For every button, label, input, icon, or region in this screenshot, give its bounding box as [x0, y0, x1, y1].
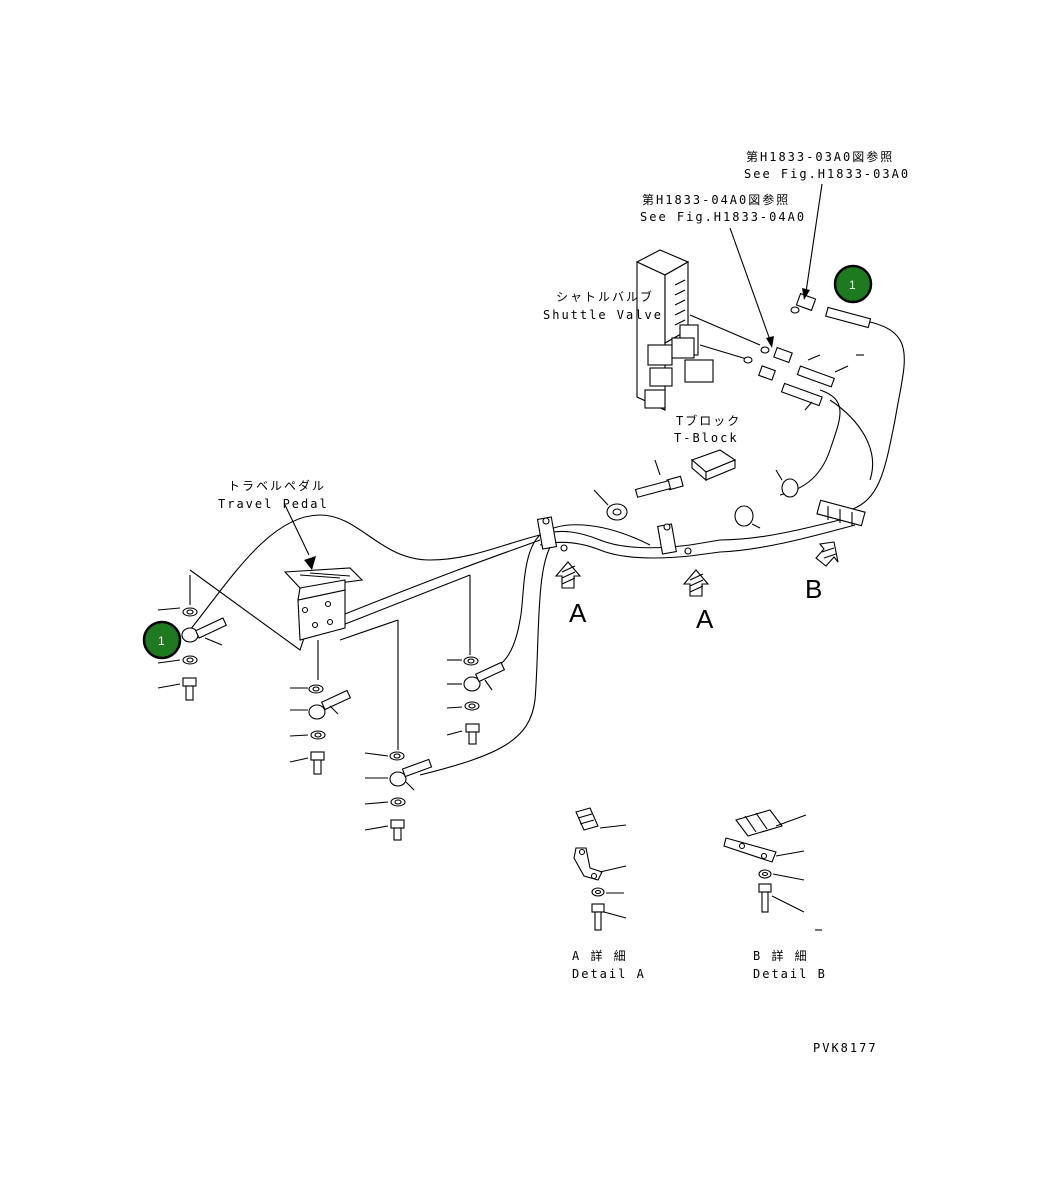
callout-balloon-top-label: 1	[849, 278, 856, 292]
detail-b-jp: B 詳 細	[753, 948, 809, 963]
detail-a-en: Detail A	[572, 967, 646, 981]
callout-balloon-left-label: 1	[158, 634, 165, 648]
ref-03a0-jp: 第H1833-03A0図参照	[746, 149, 894, 164]
view-b-label: B	[805, 574, 822, 604]
detail-a	[573, 807, 627, 931]
travel-pedal-en: Travel Pedal	[218, 497, 329, 511]
fitting-stack-bottom	[364, 751, 433, 841]
port-lines	[189, 314, 761, 750]
t-block-en: T-Block	[674, 431, 739, 445]
shuttle-valve-jp: シャトルバルブ	[556, 289, 654, 304]
labels: 第H1833-03A0図参照 See Fig.H1833-03A0 第H1833…	[218, 149, 910, 1055]
t-block	[593, 449, 737, 521]
hose-routing	[189, 319, 905, 776]
detail-b-en: Detail B	[753, 967, 827, 981]
fitting-stack-center	[446, 656, 506, 745]
shuttle-valve	[635, 249, 714, 411]
callout-balloon-left[interactable]: 1	[142, 620, 182, 660]
view-a-label-2: A	[696, 604, 714, 634]
callout-balloon-top[interactable]: 1	[833, 264, 873, 304]
hose-clamps	[536, 469, 866, 555]
ref-04a0-en: See Fig.H1833-04A0	[640, 210, 806, 224]
travel-pedal	[283, 504, 364, 641]
shuttle-fittings	[743, 292, 872, 411]
ref-03a0-en: See Fig.H1833-03A0	[744, 167, 910, 181]
shuttle-valve-en: Shuttle Valve	[543, 308, 663, 322]
drawing-number: PVK8177	[813, 1041, 878, 1055]
view-arrows	[554, 541, 839, 597]
t-block-jp: Tブロック	[676, 413, 741, 428]
detail-a-jp: A 詳 細	[572, 948, 628, 963]
fitting-stack-left	[157, 607, 228, 701]
ref-04a0-jp: 第H1833-04A0図参照	[642, 192, 790, 207]
view-a-label-1: A	[569, 598, 587, 628]
reference-leaders	[729, 183, 823, 348]
travel-pedal-jp: トラベルペダル	[228, 478, 326, 493]
fitting-stack-pedal	[289, 684, 352, 775]
detail-b	[723, 809, 822, 931]
